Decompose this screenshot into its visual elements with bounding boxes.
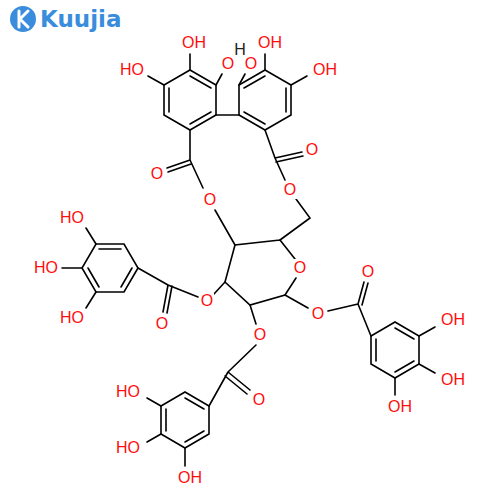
atom-label: OH [312, 61, 338, 79]
atom-label: O [150, 165, 164, 183]
atom-label: O [253, 326, 267, 344]
atom-label: O [305, 141, 319, 159]
atom-label: OH [440, 371, 466, 389]
atom-label: O [200, 292, 214, 310]
atom-label: HO [115, 439, 141, 457]
atom-label: HO [119, 61, 145, 79]
atom-label: O [155, 315, 169, 333]
atom-label: O [283, 181, 297, 199]
atom-label: OH [181, 34, 207, 52]
atom-label: HO [59, 209, 85, 227]
logo-icon [10, 6, 36, 32]
atom-label: O [252, 391, 266, 409]
bonds [62, 54, 435, 466]
atom-label: OH [177, 469, 203, 487]
atom-label: O [361, 263, 375, 281]
atom-label: OH [257, 34, 283, 52]
atom-label: HO [59, 309, 85, 327]
atom-label: HO [33, 259, 59, 277]
atom-label: HO [115, 383, 141, 401]
atom-label: O [244, 55, 258, 73]
atom-label: O [221, 55, 235, 73]
atom-label: OH [440, 311, 466, 329]
atom-label: OH [387, 398, 413, 416]
watermark-logo: Kuujia [40, 6, 121, 32]
atom-label: O [293, 259, 307, 277]
atom-label: O [203, 191, 217, 209]
atom-label: O [311, 305, 325, 323]
